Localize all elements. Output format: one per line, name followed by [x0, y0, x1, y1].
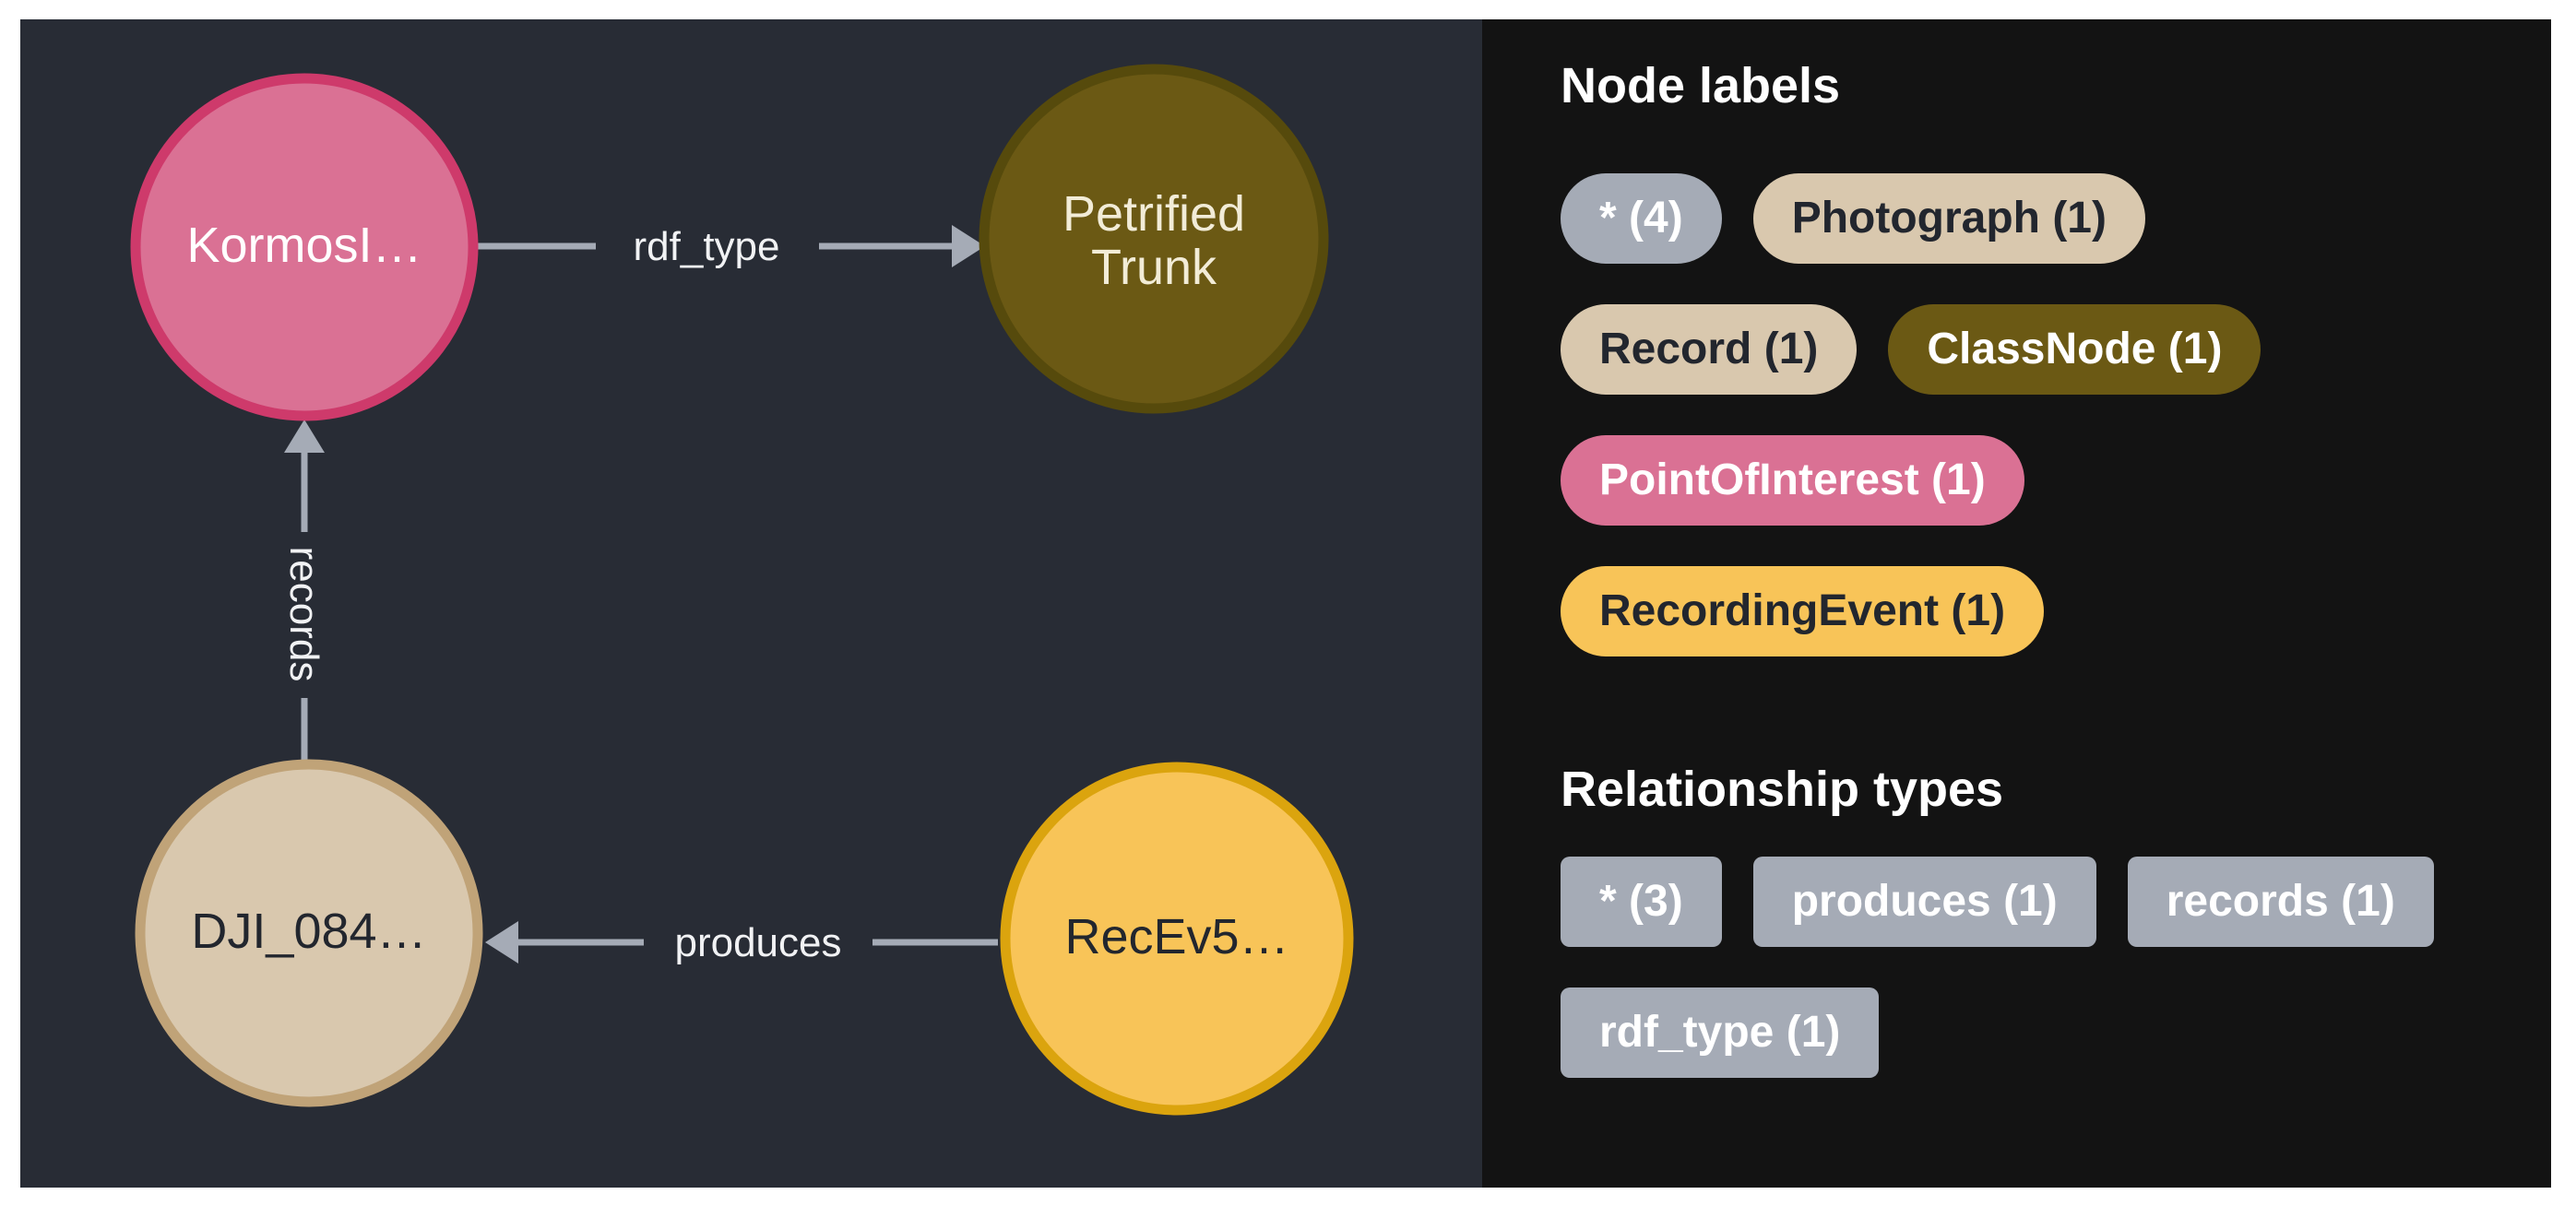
node-circle[interactable] — [1000, 762, 1354, 1116]
edge-rdf-type[interactable]: rdf_type — [476, 224, 985, 269]
node-caption-line2: Trunk — [1091, 240, 1217, 295]
relationship-chip-produces[interactable]: produces (1) — [1752, 856, 2096, 947]
edge-records[interactable]: records — [281, 420, 326, 763]
node-circle[interactable] — [979, 64, 1329, 414]
node-label-chip-classnode[interactable]: ClassNode (1) — [1888, 303, 2261, 395]
graph-svg: rdf_type records produces KormosI… — [130, 64, 1354, 1116]
node-caption: KormosI… — [186, 218, 421, 273]
node-recev[interactable]: RecEv5… — [1000, 762, 1354, 1116]
arrowhead-icon — [485, 921, 518, 964]
node-caption-line1: Petrified — [1062, 186, 1245, 242]
node-label-chip-photograph[interactable]: Photograph (1) — [1752, 172, 2145, 264]
node-label-chip-record[interactable]: Record (1) — [1561, 303, 1858, 395]
node-circle[interactable] — [130, 73, 479, 421]
arrowhead-icon — [952, 225, 985, 267]
relationship-chip-records[interactable]: records (1) — [2127, 856, 2434, 947]
edge-label-produces: produces — [674, 920, 841, 965]
node-label-chip-pointofinterest[interactable]: PointOfInterest (1) — [1561, 434, 2024, 526]
graph-canvas[interactable]: rdf_type records produces KormosI… — [20, 19, 1482, 1188]
node-labels-heading: Node labels — [1561, 58, 1841, 113]
node-label-row: * (4) Photograph (1) — [1561, 172, 2514, 264]
node-dji[interactable]: DJI_084… — [135, 759, 483, 1107]
relationship-types-heading: Relationship types — [1561, 761, 2004, 817]
node-circle[interactable] — [135, 759, 483, 1107]
relationship-chip-all[interactable]: * (3) — [1561, 856, 1722, 947]
side-panel: Node labels * (4) Photograph (1) Record … — [1482, 19, 2551, 1188]
edge-produces[interactable]: produces — [485, 920, 998, 965]
node-label-row: PointOfInterest (1) — [1561, 434, 2514, 526]
node-label-chip-recordingevent[interactable]: RecordingEvent (1) — [1561, 565, 2045, 656]
node-petrified-trunk[interactable]: Petrified Trunk — [979, 64, 1329, 414]
relationship-type-row: * (3) produces (1) records (1) — [1561, 856, 2514, 947]
node-label-row: Record (1) ClassNode (1) — [1561, 303, 2514, 395]
node-caption: DJI_084… — [191, 904, 426, 959]
arrowhead-icon — [284, 420, 325, 453]
edge-label-rdf-type: rdf_type — [634, 224, 780, 269]
edge-label-records: records — [281, 547, 326, 682]
relationship-type-row: rdf_type (1) — [1561, 987, 2514, 1078]
node-label-row: RecordingEvent (1) — [1561, 565, 2514, 656]
relationship-chip-rdf-type[interactable]: rdf_type (1) — [1561, 987, 1880, 1078]
node-kormos[interactable]: KormosI… — [130, 73, 479, 421]
node-label-chip-all[interactable]: * (4) — [1561, 172, 1722, 264]
node-caption: RecEv5… — [1064, 909, 1288, 964]
